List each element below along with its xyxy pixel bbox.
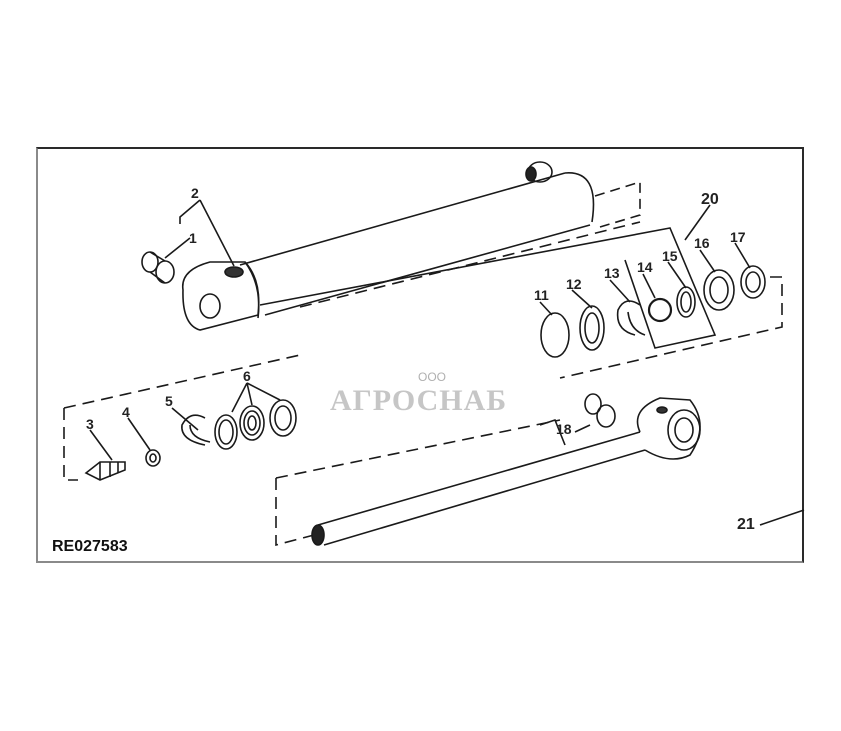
callout-16: 16 — [691, 234, 710, 252]
callout-21: 21 — [734, 515, 755, 533]
callout-5: 5 — [162, 392, 180, 410]
callout-6: 6 — [243, 368, 251, 384]
callout-15: 15 — [659, 247, 678, 265]
callout-17: 17 — [727, 228, 746, 246]
callout-13: 13 — [601, 264, 620, 282]
callout-12: 12 — [563, 275, 582, 293]
figure-id: RE027583 — [52, 538, 128, 555]
callout-3: 3 — [83, 415, 101, 433]
watermark-logo: АГРОСНАБ — [330, 384, 508, 417]
callout-2: 2 — [188, 184, 206, 202]
cylinder-barrel — [181, 161, 595, 331]
callout-14: 14 — [634, 258, 653, 276]
bushing — [141, 251, 175, 284]
callout-11: 11 — [531, 286, 549, 304]
callout-18: 18 — [553, 420, 572, 438]
callout-4: 4 — [119, 403, 137, 421]
watermark-prefix: ООО — [418, 370, 447, 384]
callout-20: 20 — [698, 190, 719, 208]
diagram-frame — [36, 147, 804, 563]
callout-1: 1 — [186, 229, 204, 247]
